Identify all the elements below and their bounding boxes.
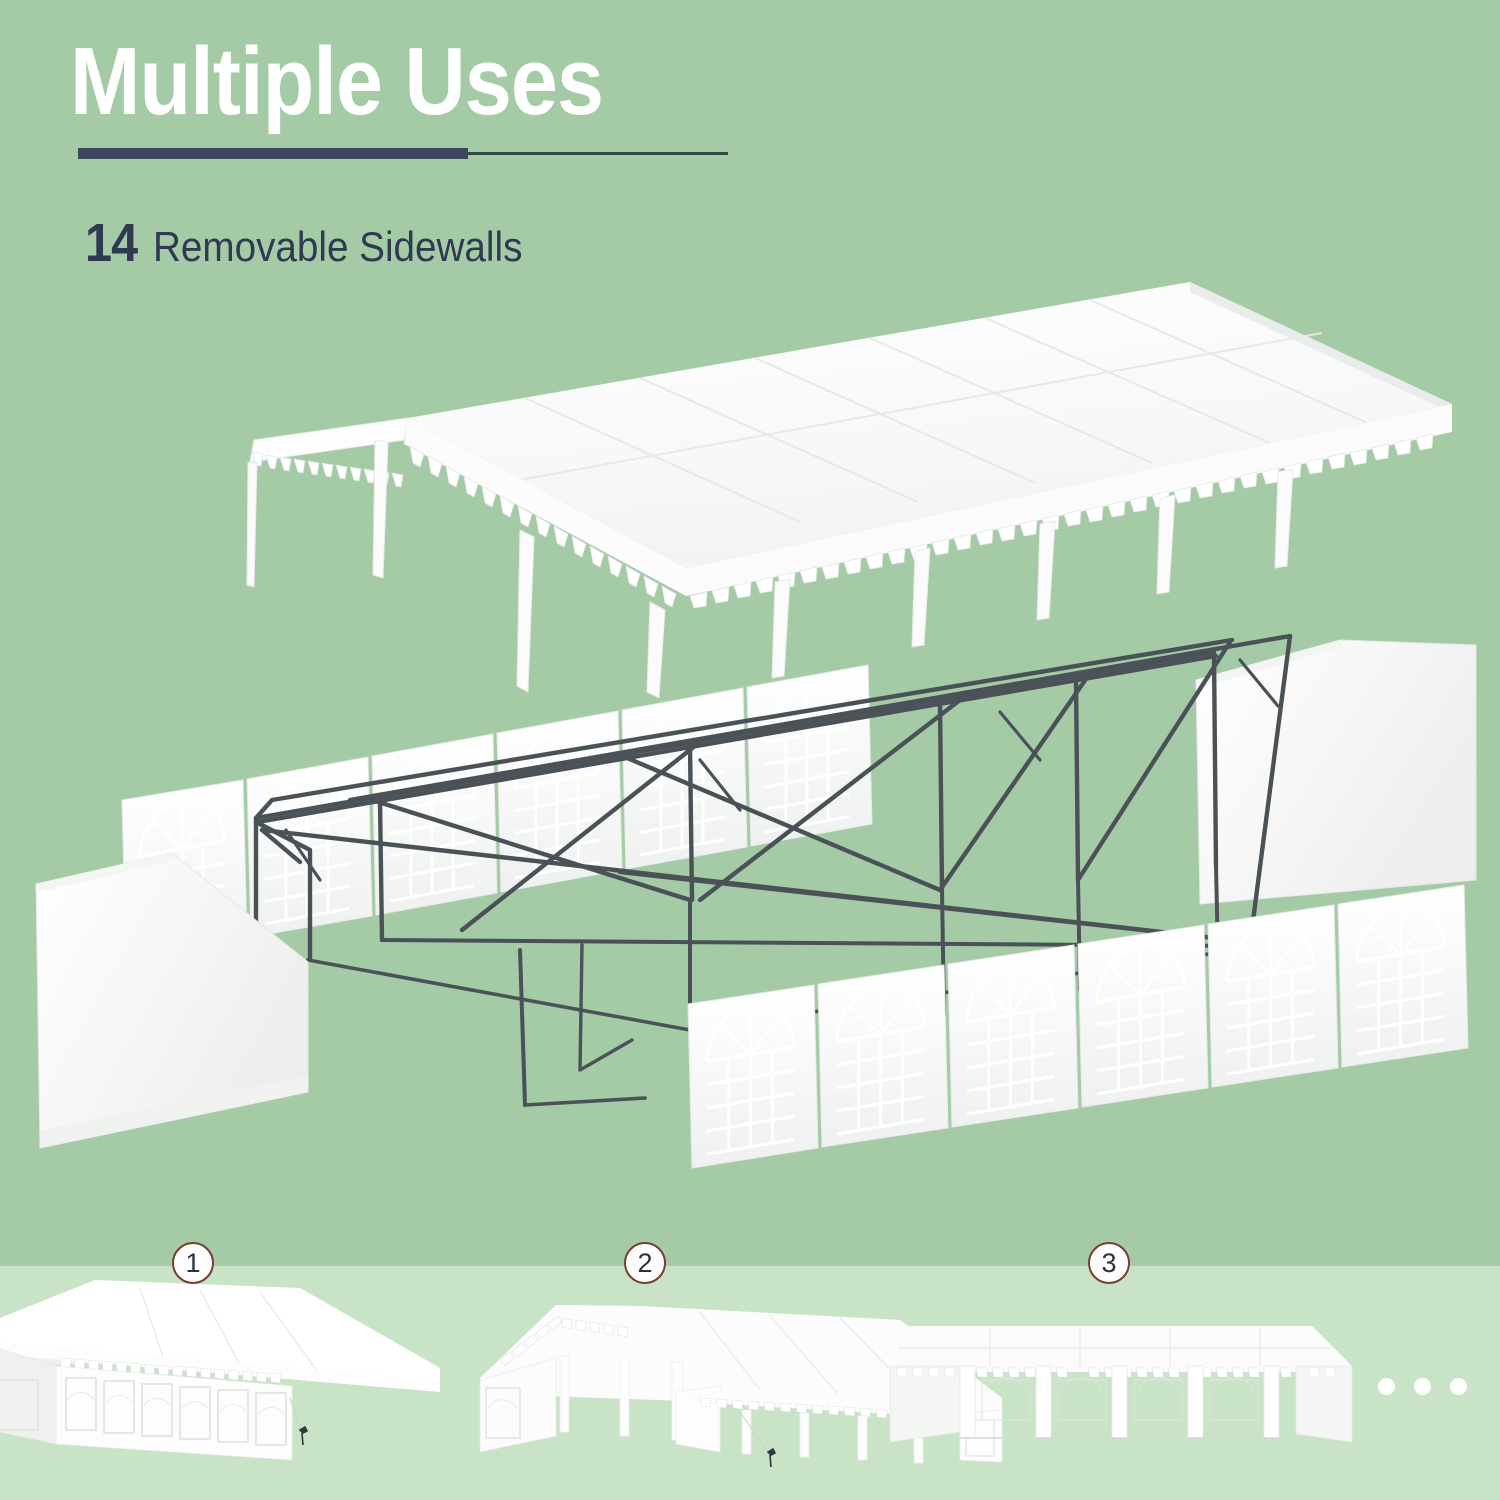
sidewall-panel[interactable]	[1077, 924, 1209, 1108]
valance-scallops-left	[251, 451, 404, 488]
divider-thick-segment	[78, 148, 468, 159]
tent-canopy-roof	[246, 282, 1452, 699]
pagination-dot[interactable]	[1450, 1378, 1467, 1395]
thumbnail-badge-2[interactable]: 2	[624, 1242, 666, 1284]
sidewall-panel[interactable]	[371, 733, 498, 916]
divider-thin-segment	[466, 152, 728, 155]
sidewall-panel[interactable]	[947, 944, 1079, 1128]
pagination-dot[interactable]	[1414, 1378, 1431, 1395]
page-title: Multiple Uses	[70, 28, 604, 135]
subtitle-label: Removable Sidewalls	[153, 223, 523, 270]
thumbnail-tent-3[interactable]	[889, 1326, 1353, 1443]
sidewall-count: 14	[85, 213, 138, 273]
end-wall-panel-right[interactable]	[1195, 639, 1477, 905]
title-divider	[78, 148, 728, 159]
sidewall-panel[interactable]	[746, 664, 873, 847]
front-sidewall-panel-row	[687, 884, 1469, 1169]
thumbnail-badge-3[interactable]: 3	[1088, 1242, 1130, 1284]
sidewall-panel[interactable]	[1207, 904, 1339, 1088]
subtitle: 14 Removable Sidewalls	[85, 212, 555, 274]
canopy-leg-sleeves	[246, 439, 1294, 699]
valance-scallops-front-left	[409, 445, 677, 608]
pagination-dot[interactable]	[1378, 1378, 1395, 1395]
end-wall-panel-left[interactable]	[35, 852, 309, 1149]
sidewall-panel[interactable]	[687, 984, 819, 1169]
sidewall-panel[interactable]	[621, 687, 748, 870]
valance-scallops-front-right	[689, 433, 1434, 609]
thumbnail-badge-1[interactable]: 1	[172, 1242, 214, 1284]
thumbnail-tent-1[interactable]	[0, 1280, 440, 1461]
sidewall-panel[interactable]	[1337, 884, 1469, 1068]
sidewall-panel[interactable]	[817, 964, 949, 1148]
pagination-dots[interactable]	[1378, 1378, 1478, 1396]
